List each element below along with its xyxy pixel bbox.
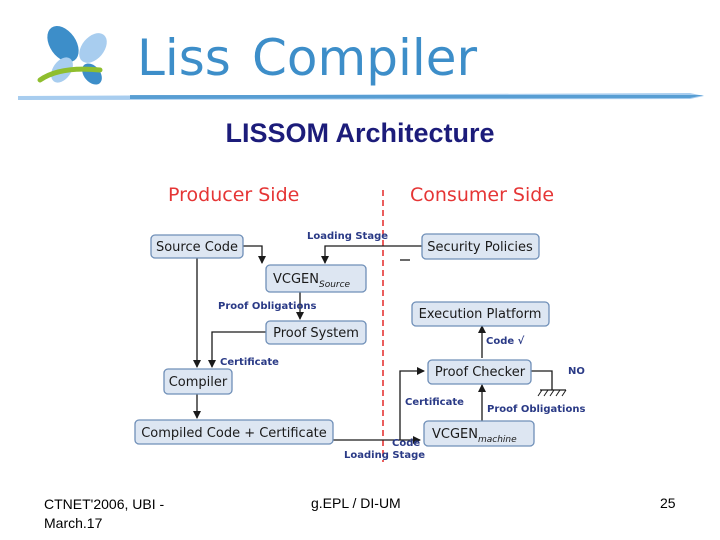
box-vcgen-source-label: VCGEN: [273, 272, 319, 287]
label-proof-obligations-left: Proof Obligations: [218, 301, 316, 312]
label-proof-obligations-right: Proof Obligations: [487, 404, 585, 415]
footer-affiliation: g.EPL / DI-UM: [311, 495, 401, 511]
footer-event: CTNET'2006, UBI - March.17: [44, 495, 164, 533]
svg-text:VCGENmachine: VCGENmachine: [432, 427, 517, 445]
box-compiled-code-label: Compiled Code + Certificate: [141, 426, 327, 441]
header-logo: Liss Compiler: [18, 25, 704, 100]
box-execution-platform-label: Execution Platform: [419, 307, 542, 322]
box-vcgen-machine: VCGENmachine: [423, 420, 535, 447]
box-execution-platform: Execution Platform: [411, 301, 550, 327]
logo-text-liss: Liss: [137, 29, 231, 87]
box-source-code-label: Source Code: [156, 240, 238, 255]
label-loading-stage-top: Loading Stage: [307, 231, 388, 242]
label-code-check: Code √: [486, 335, 525, 347]
consumer-side-heading: Consumer Side: [410, 184, 554, 206]
box-proof-system: Proof System: [265, 320, 367, 345]
box-source-code: Source Code: [150, 234, 244, 259]
footer-event-line1: CTNET'2006, UBI -: [44, 496, 165, 512]
box-vcgen-machine-subscript: machine: [478, 435, 517, 445]
footer-event-line2: March.17: [44, 515, 103, 531]
label-certificate-left: Certificate: [220, 357, 279, 368]
slide-title: LISSOM Architecture: [225, 118, 495, 148]
butterfly-logo-icon: [37, 25, 107, 85]
box-security-policies-label: Security Policies: [427, 240, 533, 255]
box-vcgen-source-subscript: Source: [319, 280, 351, 290]
box-vcgen-machine-label: VCGEN: [432, 427, 478, 442]
box-proof-system-label: Proof System: [273, 326, 359, 341]
diagram-connectors: [193, 245, 566, 444]
page-number: 25: [660, 495, 676, 511]
label-no: NO: [568, 366, 585, 377]
box-compiler: Compiler: [163, 368, 233, 395]
svg-text:VCGENSource: VCGENSource: [273, 272, 351, 290]
box-security-policies: Security Policies: [421, 233, 540, 260]
header-rule: [18, 93, 704, 100]
box-compiled-code: Compiled Code + Certificate: [134, 419, 334, 445]
reject-ground-icon: [537, 389, 567, 397]
box-proof-checker: Proof Checker: [427, 359, 532, 385]
label-code-bottom: Code: [392, 438, 420, 449]
producer-side-heading: Producer Side: [168, 184, 299, 206]
label-loading-stage-bottom: Loading Stage: [344, 450, 425, 461]
box-compiler-label: Compiler: [169, 375, 228, 390]
logo-text-compiler: Compiler: [252, 29, 477, 87]
box-proof-checker-label: Proof Checker: [435, 365, 526, 380]
label-certificate-right: Certificate: [405, 397, 464, 408]
box-vcgen-source: VCGENSource: [265, 264, 367, 293]
